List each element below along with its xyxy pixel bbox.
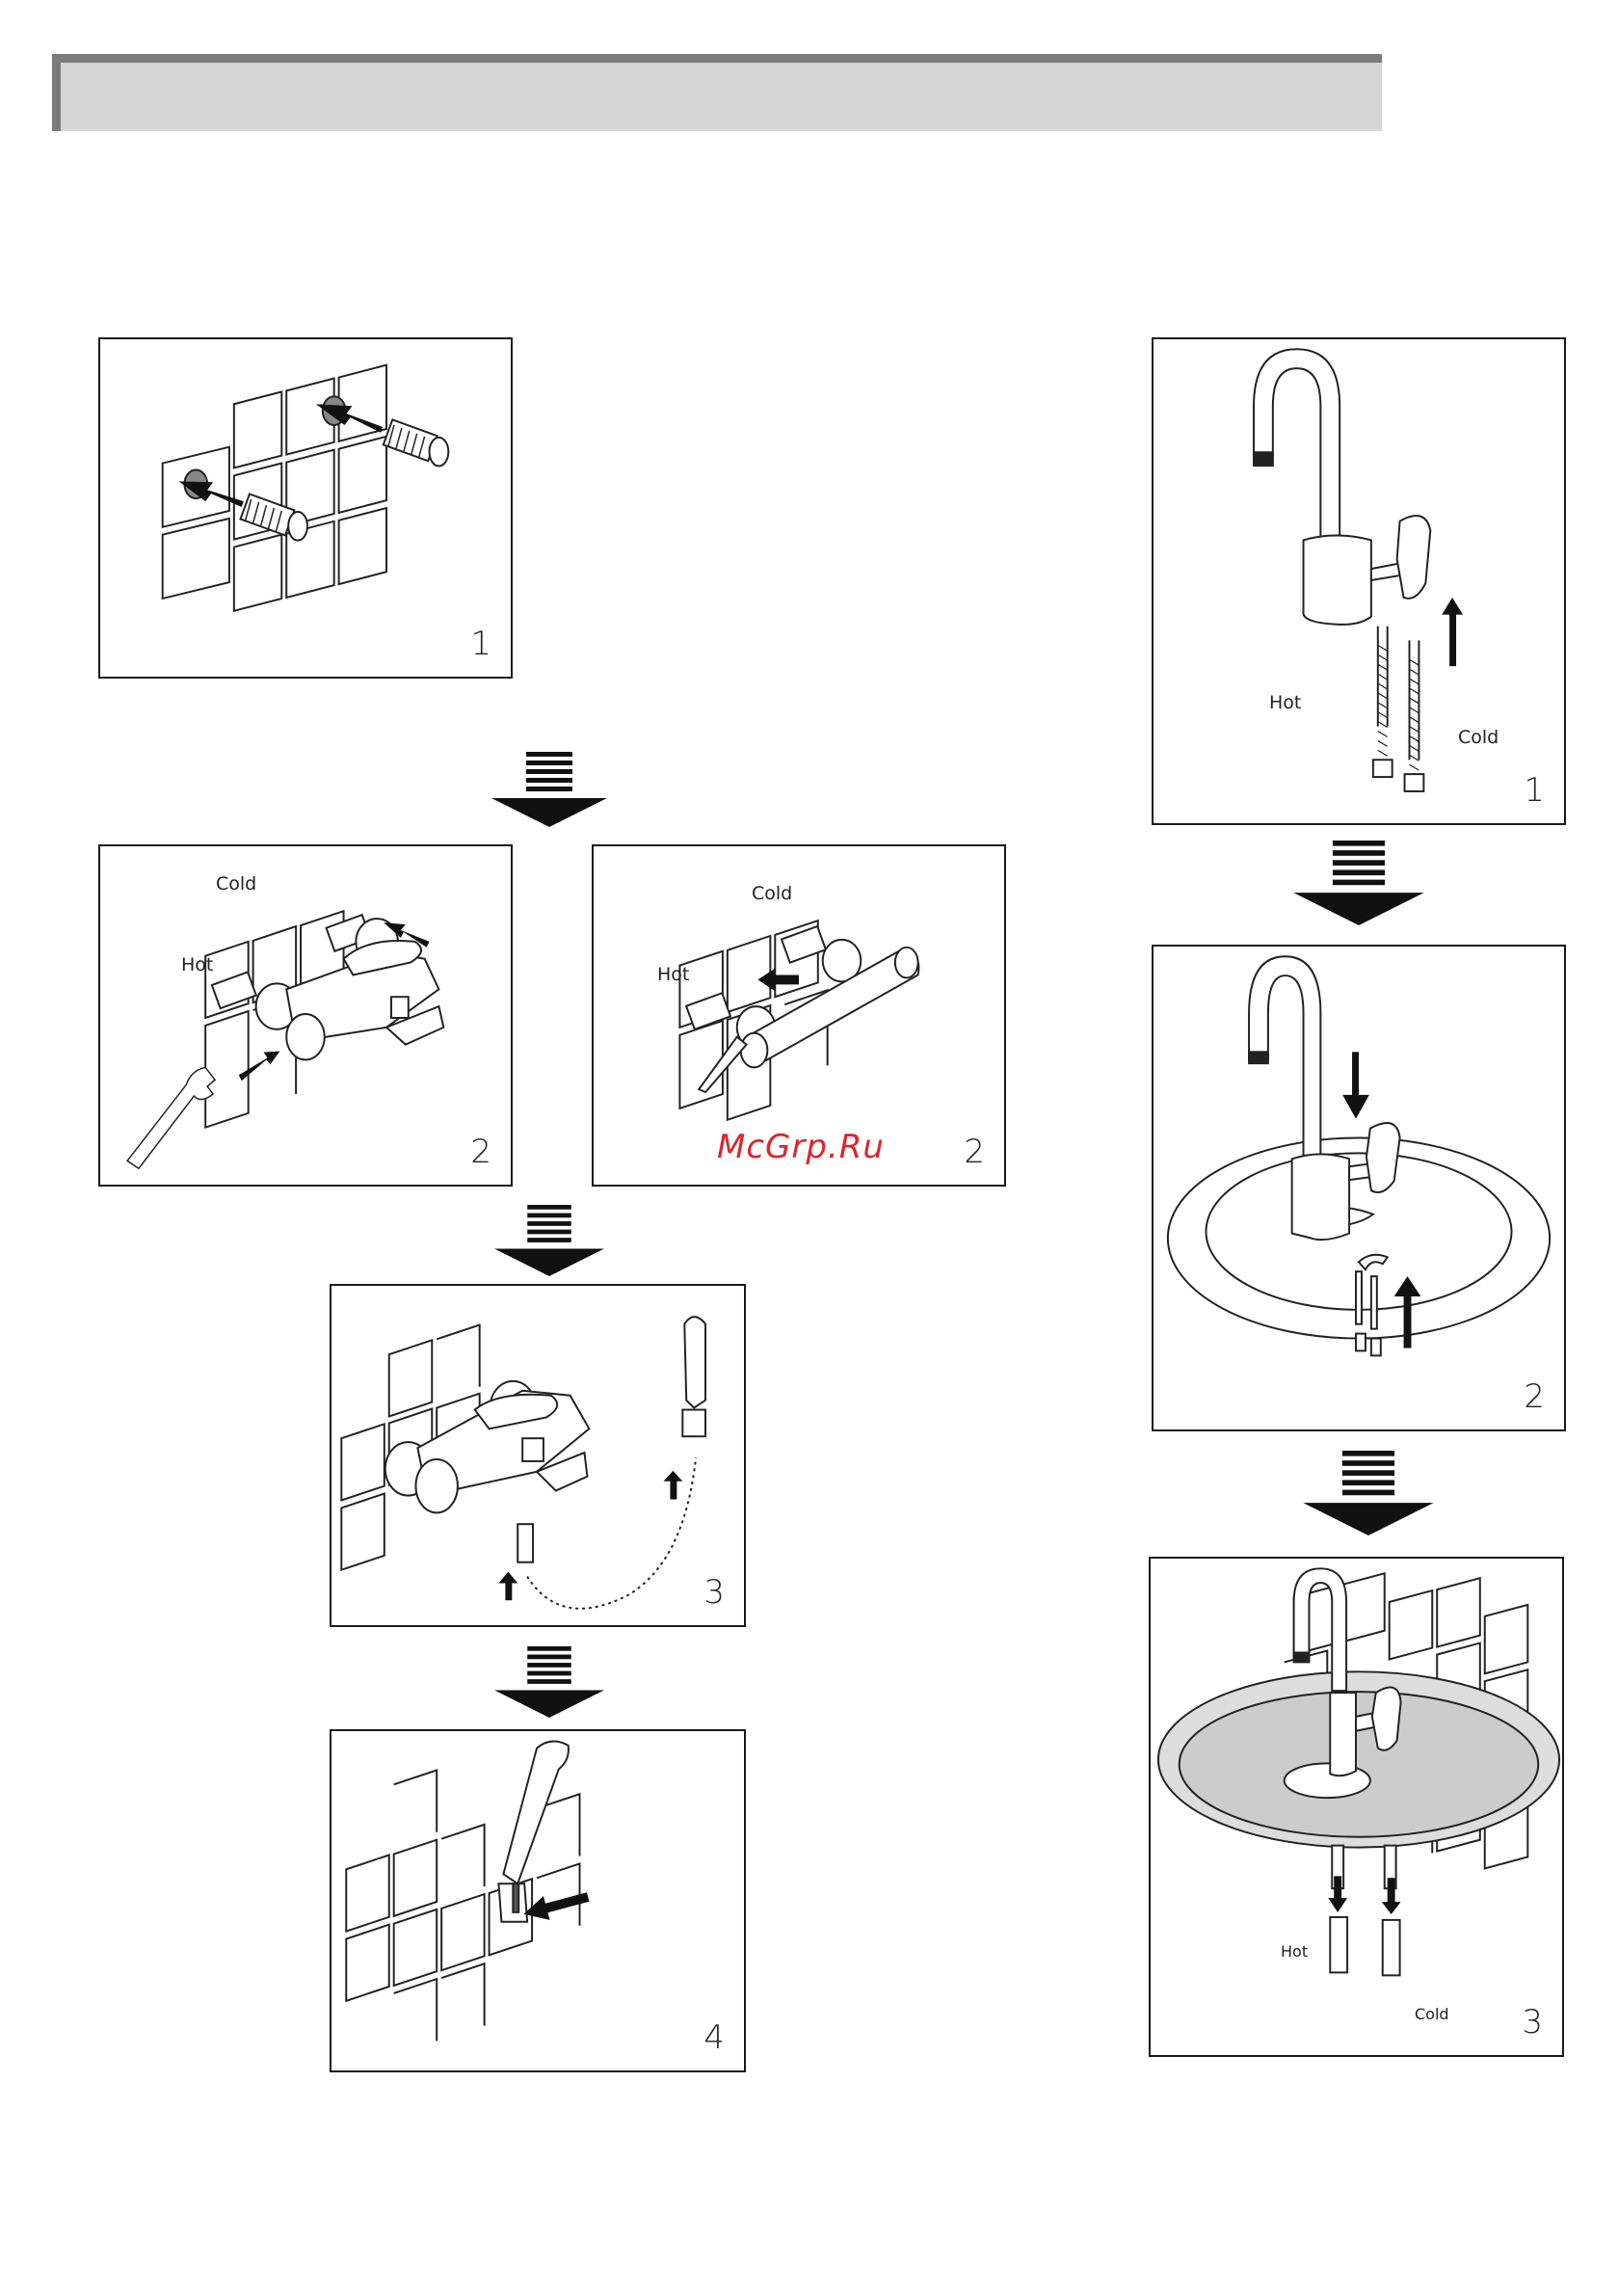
panel-wall-step-2a: Cold Hot 2 (98, 844, 513, 1187)
shower-holder-installation-illustration (332, 1731, 744, 2070)
label-cold: Cold (216, 873, 256, 894)
label-cold: Cold (1415, 2005, 1449, 2023)
down-arrow-icon (491, 1205, 607, 1276)
label-hot: Hot (1281, 1942, 1308, 1961)
step-number: 2 (1524, 1377, 1545, 1416)
watermark-text: McGrp.Ru (717, 1128, 885, 1166)
panel-wall-step-1: 1 (98, 337, 513, 679)
step-number: 1 (470, 625, 491, 663)
down-arrow-icon (491, 1646, 607, 1718)
section-header-bar (52, 54, 1382, 131)
shower-hose-connection-illustration (332, 1286, 744, 1625)
label-hot: Hot (657, 964, 689, 985)
basin-mixer-connection-illustration (1151, 1559, 1562, 2055)
step-number: 2 (470, 1133, 491, 1171)
step-number: 3 (703, 1573, 725, 1612)
panel-basin-step-3: Hot Cold 3 (1149, 1557, 1564, 2057)
label-hot: Hot (181, 954, 213, 975)
bath-mixer-mounting-illustration (100, 846, 511, 1185)
label-cold: Cold (752, 883, 792, 904)
down-arrow-icon (491, 752, 607, 827)
panel-basin-step-2: 2 (1152, 945, 1566, 1431)
panel-wall-step-3: 3 (330, 1284, 746, 1627)
down-arrow-icon (1299, 1451, 1438, 1535)
step-number: 2 (964, 1133, 985, 1171)
panel-basin-step-1: Hot Cold 1 (1152, 337, 1566, 825)
basin-mixer-fixing-illustration (1154, 947, 1564, 1429)
label-hot: Hot (1269, 692, 1301, 713)
step-number: 3 (1522, 2003, 1543, 2042)
basin-mixer-with-hoses-illustration (1154, 339, 1564, 823)
label-cold: Cold (1458, 727, 1499, 748)
step-number: 1 (1524, 771, 1545, 810)
step-number: 4 (703, 2018, 725, 2057)
wall-eccentrics-illustration (100, 339, 511, 677)
down-arrow-icon (1289, 841, 1428, 925)
panel-wall-step-4: 4 (330, 1729, 746, 2072)
